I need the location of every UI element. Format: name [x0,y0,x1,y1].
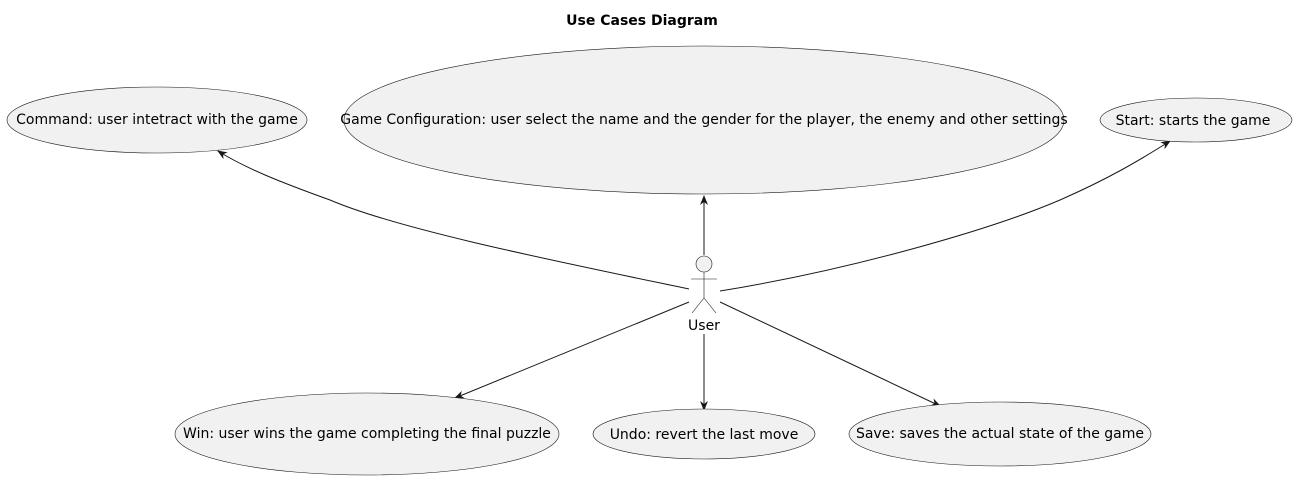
use-case-start-label: Start: starts the game [1116,113,1271,129]
use-case-undo-label: Undo: revert the last move [610,427,799,443]
stick-figure-icon [691,255,717,314]
use-case-config-ellipse [343,45,1065,195]
edge-user-win [454,301,690,399]
use-case-undo-ellipse [592,408,816,460]
actor-left-leg [691,297,705,314]
use-case-command-ellipse [6,86,308,154]
diagram-title: Use Cases Diagram [566,13,718,29]
edge-user-start [719,140,1171,292]
actor-right-leg [703,297,717,314]
use-case-command-label: Command: user intetract with the game [16,112,298,128]
use-case-save[interactable]: Save: saves the actual state of the game [848,401,1152,467]
use-case-command[interactable]: Command: user intetract with the game [6,86,308,154]
use-case-win-ellipse [174,392,560,476]
actor-user-label: User [688,318,720,334]
edge-user-command [217,150,690,290]
actor-user[interactable]: User [688,255,720,334]
use-case-undo[interactable]: Undo: revert the last move [592,408,816,460]
use-case-start-ellipse [1099,97,1293,143]
use-case-win[interactable]: Win: user wins the game completing the f… [174,392,560,476]
use-case-win-label: Win: user wins the game completing the f… [183,426,551,442]
use-case-start[interactable]: Start: starts the game [1099,97,1293,143]
use-case-save-ellipse [848,401,1152,467]
use-case-config-label: Game Configuration: user select the name… [340,112,1067,128]
use-case-save-label: Save: saves the actual state of the game [856,426,1144,442]
actor-head [695,255,713,273]
edge-user-save [719,301,941,407]
use-case-config[interactable]: Game Configuration: user select the name… [340,45,1068,195]
